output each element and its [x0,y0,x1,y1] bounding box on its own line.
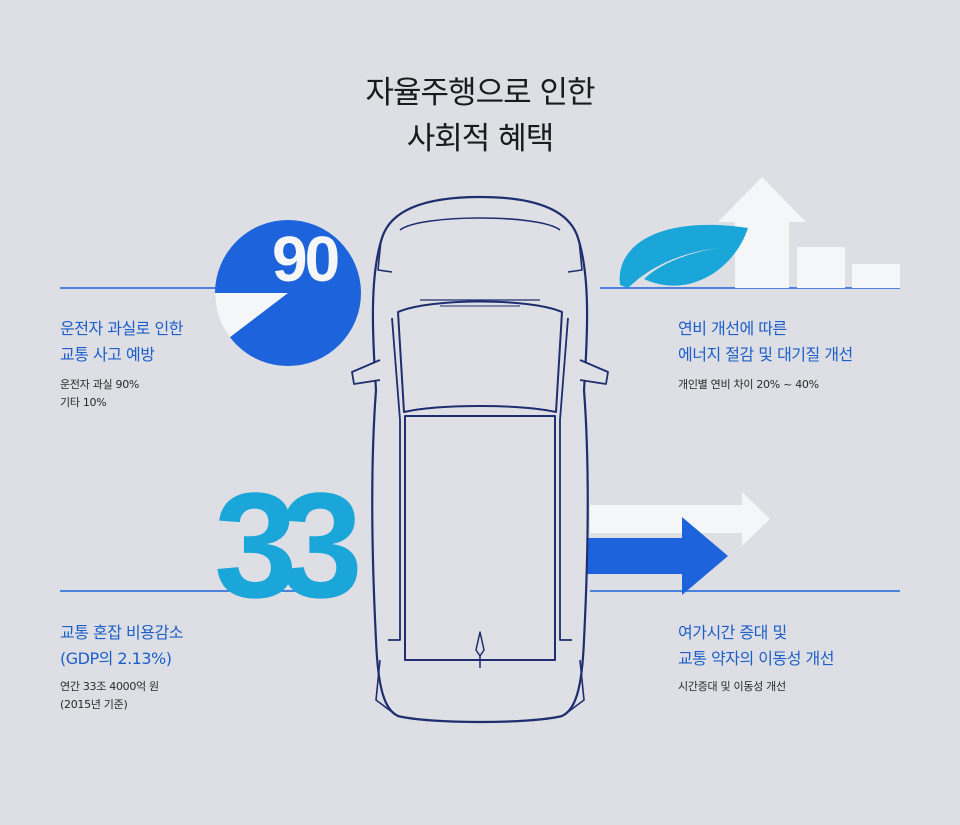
bar-small [852,264,900,288]
congestion-detail-line-1: 연간 33조 4000억 원 [60,680,159,693]
congestion-detail: 연간 33조 4000억 원 (2015년 기준) [60,678,159,714]
title-line-2: 사회적 혜택 [406,121,554,157]
title-line-1: 자율주행으로 인한 [365,75,595,111]
car-top-view [351,195,609,724]
bar-medium [797,247,845,288]
mobility-detail: 시간증대 및 이동성 개선 [678,678,786,696]
page-title: 자율주행으로 인한 사회적 혜택 [0,70,960,162]
arrow-up-icon [718,177,806,288]
congestion-figure-text: 33 [214,461,363,629]
congestion-detail-line-2: (2015년 기준) [60,698,128,711]
accident-detail: 운전자 과실 90% 기타 10% [60,376,139,412]
accident-heading-line-1: 운전자 과실로 인한 [60,319,183,338]
pie-other-slice [214,293,288,338]
mobility-heading-line-1: 여가시간 증대 및 [678,623,787,642]
energy-heading-line-2: 에너지 절감 및 대기질 개선 [678,345,853,364]
leaf-icon [619,224,748,288]
energy-detail: 개인별 연비 차이 20% ~ 40% [678,376,819,394]
energy-detail-line-1: 개인별 연비 차이 20% ~ 40% [678,378,819,391]
energy-heading: 연비 개선에 따른 에너지 절감 및 대기질 개선 [678,316,853,368]
mobility-heading-line-2: 교통 약자의 이동성 개선 [678,649,834,668]
accident-pie-chart [214,220,361,366]
mobility-graphic [585,492,770,595]
arrow-right-icon [585,517,728,595]
congestion-heading: 교통 혼잡 비용감소 (GDP의 2.13%) [60,620,183,672]
energy-graphic [619,177,900,288]
arrow-right-light-icon [590,492,770,546]
accident-figure: 90 [272,223,340,295]
energy-heading-line-1: 연비 개선에 따른 [678,319,787,338]
congestion-figure: 33 [214,470,363,620]
mobility-heading: 여가시간 증대 및 교통 약자의 이동성 개선 [678,620,834,672]
accident-heading: 운전자 과실로 인한 교통 사고 예방 [60,316,183,368]
mobility-detail-line-1: 시간증대 및 이동성 개선 [678,680,786,693]
congestion-heading-line-2: (GDP의 2.13%) [60,649,172,668]
accident-detail-line-1: 운전자 과실 90% [60,378,140,391]
congestion-heading-line-1: 교통 혼잡 비용감소 [60,623,183,642]
accident-detail-line-2: 기타 10% [60,396,107,409]
accident-heading-line-2: 교통 사고 예방 [60,345,155,364]
